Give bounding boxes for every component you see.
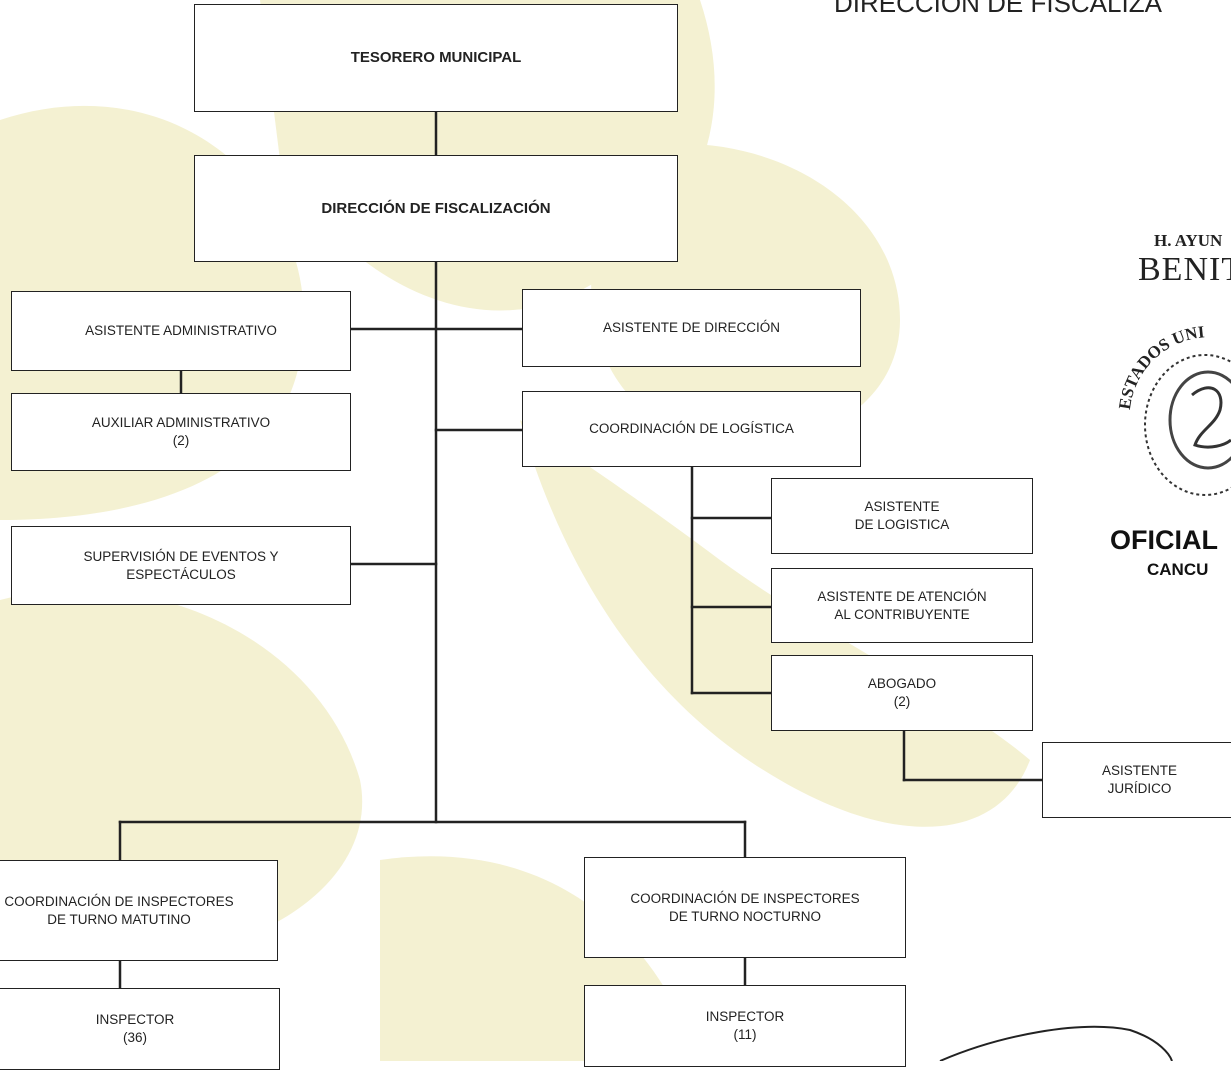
seal-text-ayuntamiento: H. AYUN xyxy=(1154,231,1223,250)
seal-emblem xyxy=(1144,354,1231,496)
seal-text-oficial: OFICIAL xyxy=(1110,525,1218,555)
seal-text-city: CANCU xyxy=(1147,560,1209,579)
node-asistente-administrativo: ASISTENTE ADMINISTRATIVO xyxy=(11,291,351,371)
seal-emblem-inner xyxy=(1168,370,1231,470)
seal-arc-text: ESTADOS UNI xyxy=(1115,322,1206,411)
node-asistente-juridico: ASISTENTE JURÍDICO xyxy=(1042,742,1231,818)
node-abogado: ABOGADO (2) xyxy=(771,655,1033,731)
node-tesorero-municipal: TESORERO MUNICIPAL xyxy=(194,4,678,112)
node-coordinacion-turno-nocturno: COORDINACIÓN DE INSPECTORES DE TURNO NOC… xyxy=(584,857,906,958)
municipal-seal: H. AYUN BENITO ESTADOS UNI OFICIAL CANCU xyxy=(1100,225,1231,585)
node-asistente-direccion: ASISTENTE DE DIRECCIÓN xyxy=(522,289,861,367)
node-coordinacion-turno-matutino: COORDINACIÓN DE INSPECTORES DE TURNO MAT… xyxy=(0,860,278,961)
node-coordinacion-logistica: COORDINACIÓN DE LOGÍSTICA xyxy=(522,391,861,467)
signature-stroke xyxy=(939,1025,1173,1061)
node-inspector-matutino: INSPECTOR (36) xyxy=(0,988,280,1070)
node-asistente-logistica: ASISTENTE DE LOGISTICA xyxy=(771,478,1033,554)
node-inspector-nocturno: INSPECTOR (11) xyxy=(584,985,906,1067)
node-supervision-eventos: SUPERVISIÓN DE EVENTOS Y ESPECTÁCULOS xyxy=(11,526,351,605)
page-title: DIRECCIÓN DE FISCALIZA xyxy=(834,0,1162,18)
coat-of-arms-icon: ESTADOS UNI xyxy=(1115,322,1231,496)
node-auxiliar-administrativo: AUXILIAR ADMINISTRATIVO (2) xyxy=(11,393,351,471)
eagle-mark xyxy=(1191,386,1231,449)
node-asistente-atencion-contribuyente: ASISTENTE DE ATENCIÓN AL CONTRIBUYENTE xyxy=(771,568,1033,643)
seal-text-benito: BENITO xyxy=(1138,251,1231,288)
node-direccion-fiscalizacion: DIRECCIÓN DE FISCALIZACIÓN xyxy=(194,155,678,262)
